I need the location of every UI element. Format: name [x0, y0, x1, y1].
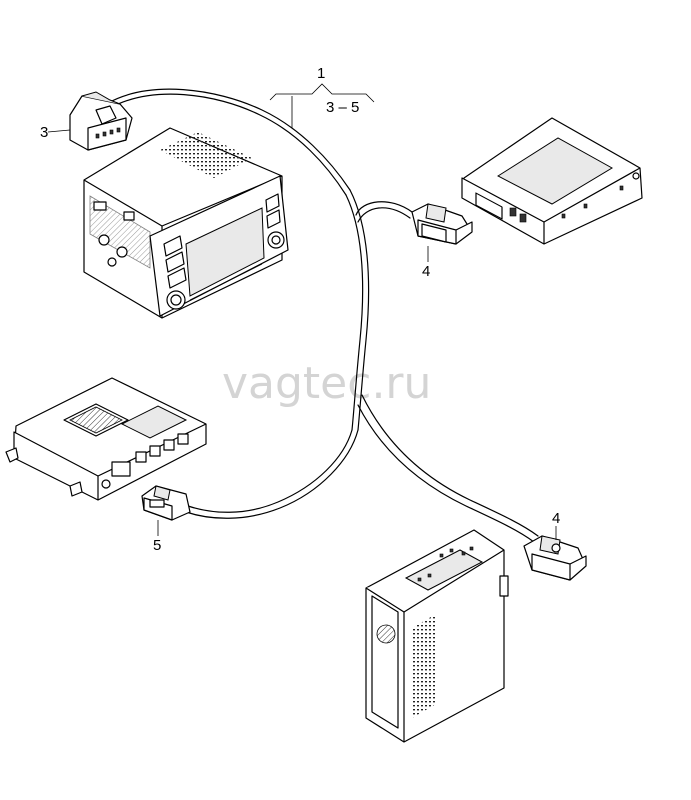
label-part-range: 3 – 5 — [326, 99, 359, 116]
connector-4-lower: 4 — [523, 510, 587, 581]
connector-3: 3 — [40, 91, 133, 151]
label-part-1: 1 — [317, 65, 325, 82]
tall-module-bottom-right — [365, 529, 509, 743]
label-part-5: 5 — [153, 537, 161, 554]
connector-4-upper: 4 — [411, 203, 473, 280]
watermark-text: vagtec.ru — [222, 358, 431, 409]
cable-harness — [107, 88, 539, 543]
radio-navigation-unit — [83, 127, 289, 319]
callout-part-1: 1 3 – 5 — [269, 65, 375, 128]
label-part-4-upper: 4 — [422, 263, 430, 280]
label-part-4-lower: 4 — [552, 510, 560, 527]
control-module-top-right — [461, 117, 643, 245]
control-module-left — [5, 377, 207, 501]
connector-5: 5 — [141, 485, 191, 554]
label-part-3: 3 — [40, 124, 48, 141]
